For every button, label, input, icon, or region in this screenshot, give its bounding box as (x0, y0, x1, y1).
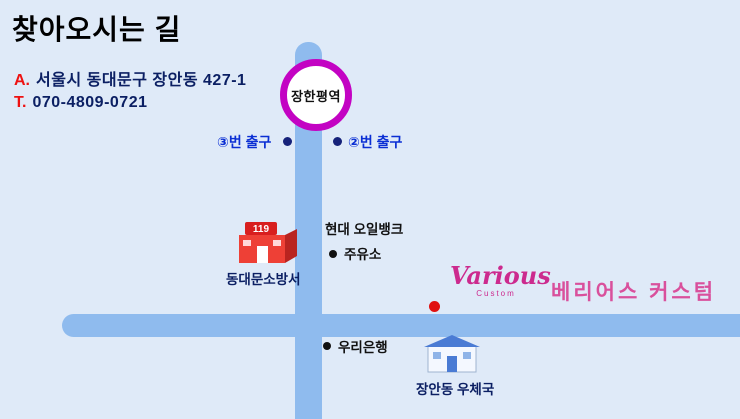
exit-3-marker (283, 137, 292, 146)
post-office-icon-window-left (433, 352, 441, 359)
address-label: A. (14, 72, 30, 89)
post-office-icon-roof (424, 335, 480, 347)
fire-station-icon: 119 (237, 222, 299, 266)
brand-name: 베리어스 커스텀 (551, 281, 717, 304)
exit-2-marker (333, 137, 342, 146)
address-line: A. 서울시 동대문구 장안동 427-1 (14, 66, 246, 90)
fire-station-icon-text: 119 (253, 224, 270, 235)
tel-text: 070-4809-0721 (32, 94, 148, 111)
tel-line: T. 070-4809-0721 (14, 94, 148, 112)
post-office-icon-window-right (463, 352, 471, 359)
address-text: 서울시 동대문구 장안동 427-1 (36, 72, 247, 89)
oilbank-label: 현대 오일뱅크 (325, 222, 404, 237)
gas-station-marker (329, 250, 337, 258)
brand-logo-script: Various (450, 261, 551, 290)
page-title: 찾아오시는 길 (12, 14, 182, 45)
bank-label: 우리은행 (338, 340, 388, 355)
post-office-icon (424, 334, 480, 374)
station-badge: 장한평역 (280, 59, 352, 131)
fire-station-icon-door (257, 246, 268, 263)
location-marker (429, 301, 440, 312)
fire-station-icon-sign (245, 222, 277, 235)
exit-3-label: ③번 출구 (217, 134, 272, 150)
brand-logo: Various Custom (450, 261, 551, 298)
post-office-icon-door (447, 356, 457, 372)
gas-station-label: 주유소 (344, 247, 382, 262)
brand-logo-sub: Custom (476, 289, 516, 298)
post-office-label: 장안동 우체국 (416, 382, 495, 397)
exit-2-label: ②번 출구 (348, 134, 403, 150)
horizontal-road (62, 314, 740, 337)
fire-station-icon-window-right (273, 240, 281, 246)
station-name: 장한평역 (291, 88, 341, 104)
bank-marker (323, 342, 331, 350)
fire-station-icon-side (285, 229, 297, 263)
fire-station-icon-window-left (243, 240, 251, 246)
tel-label: T. (14, 94, 27, 111)
fire-station-label: 동대문소방서 (226, 272, 301, 287)
